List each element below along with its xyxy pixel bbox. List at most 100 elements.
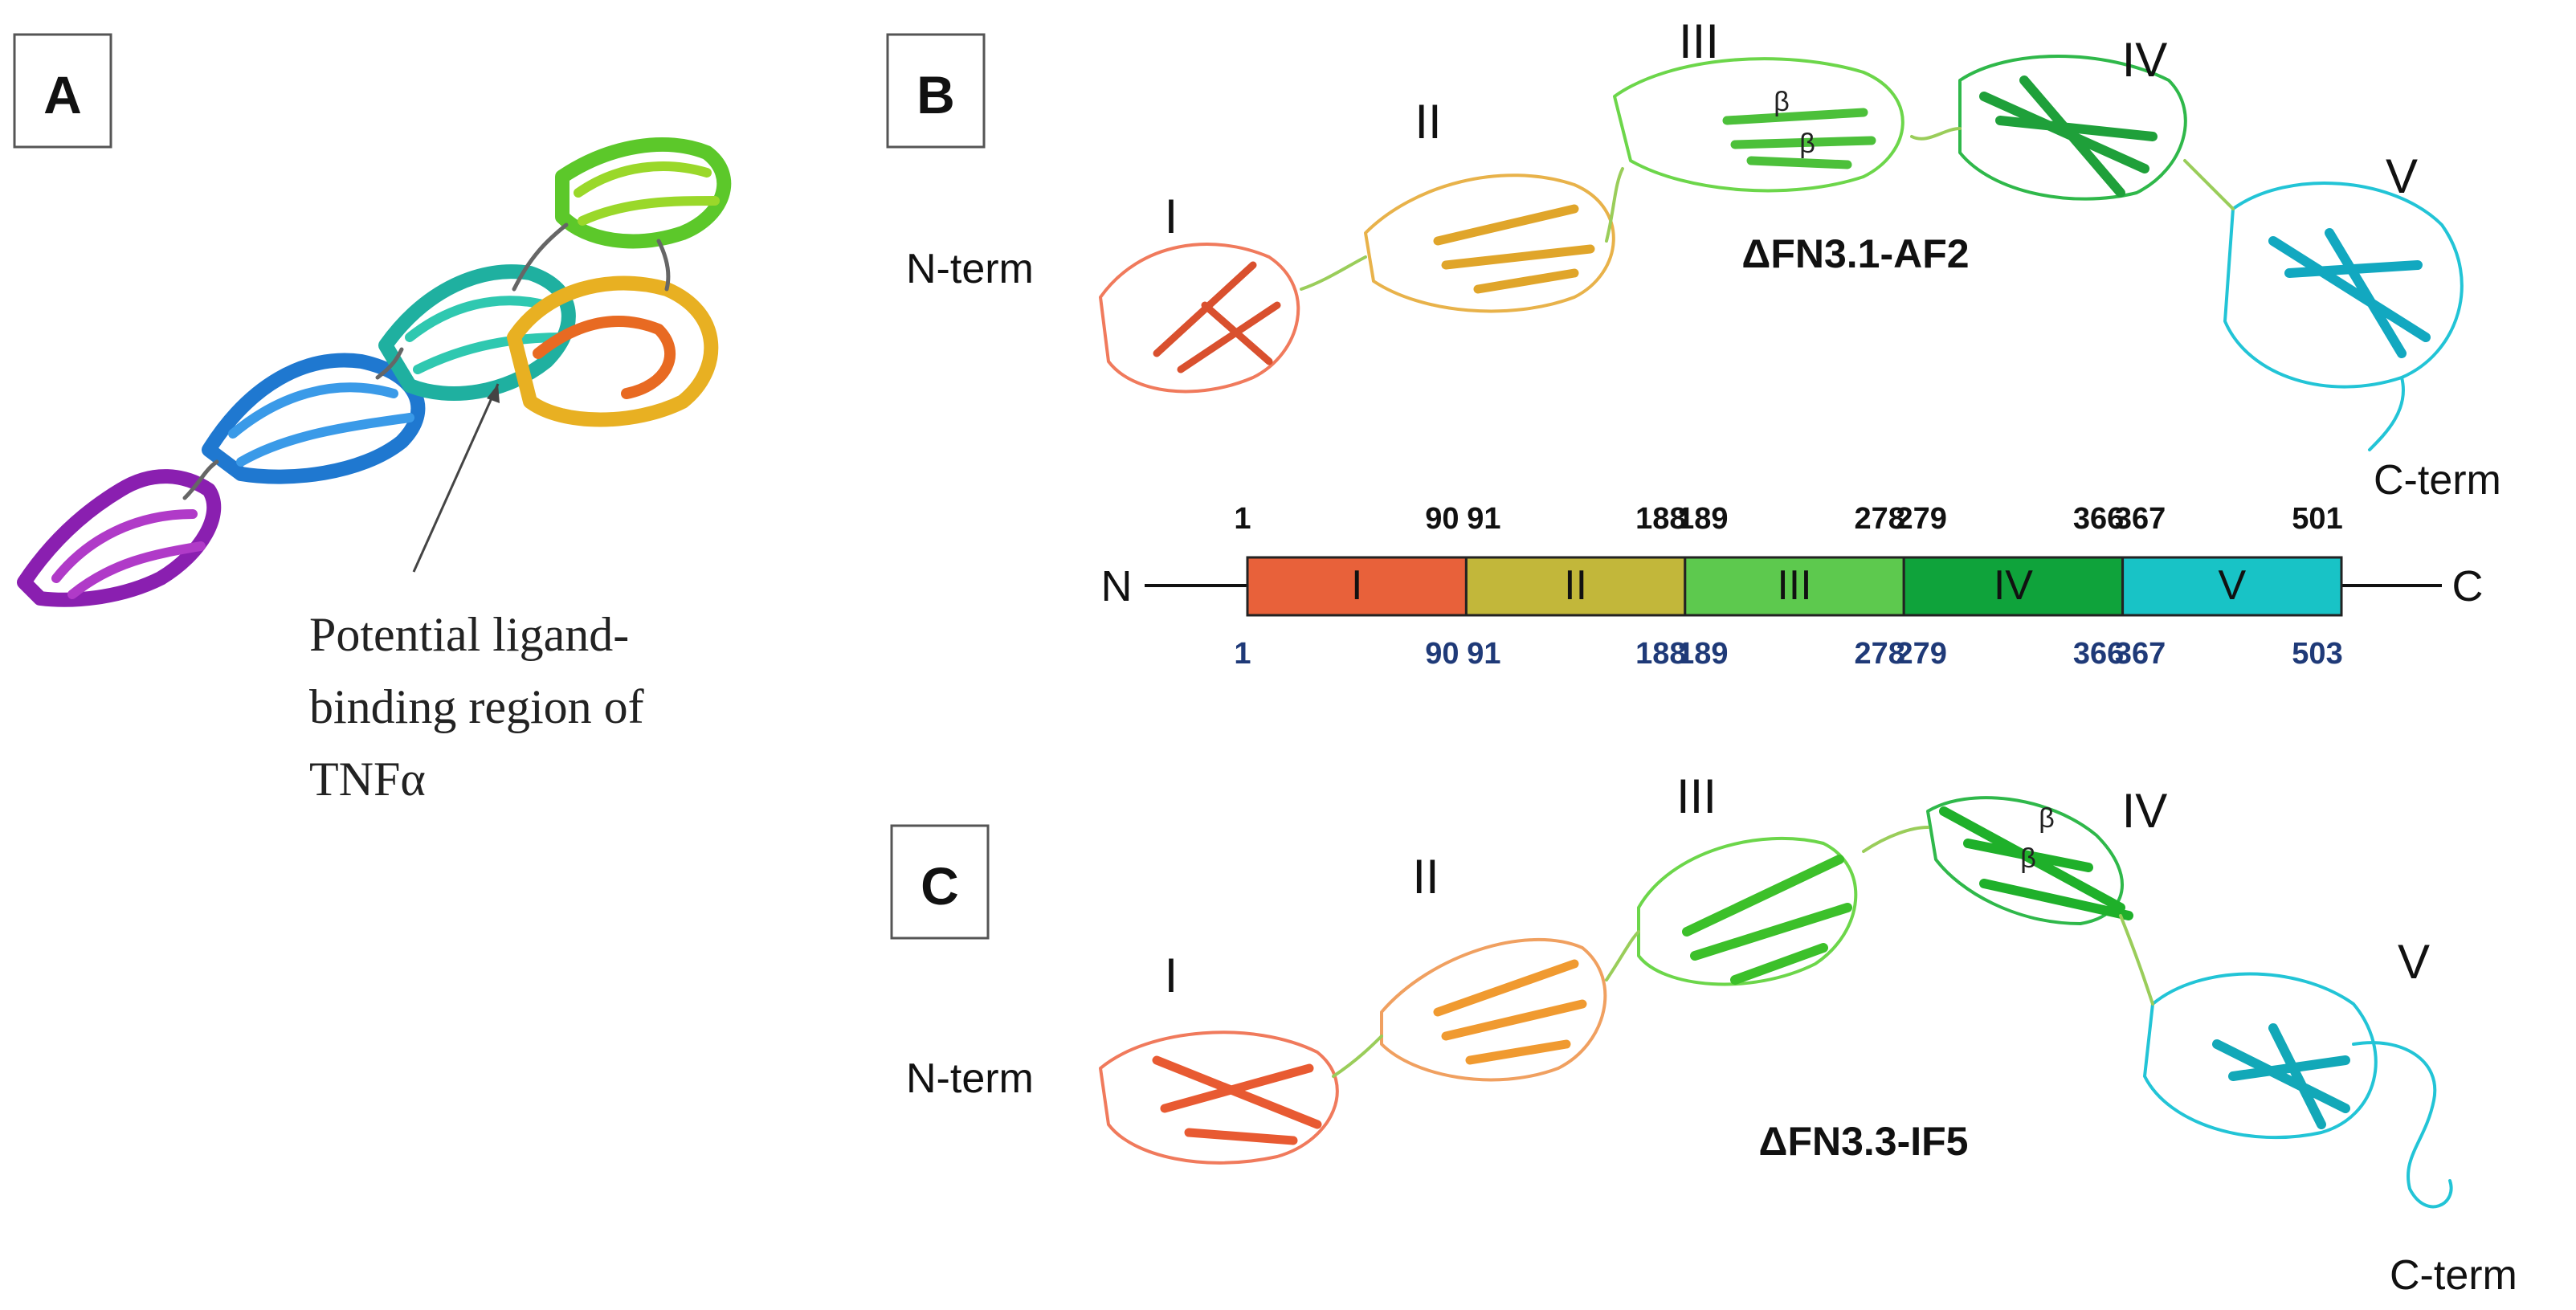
- bottom-end-number-5: 503: [2292, 637, 2342, 671]
- panel-a-linkers: [182, 222, 671, 500]
- panel-a-annotation-arrow: [412, 383, 500, 573]
- domain-bar-3: [1684, 556, 1905, 617]
- b-c-tail: [2368, 376, 2405, 451]
- top-end-number-4: 366: [2073, 502, 2124, 536]
- c-domain-label-2: II: [1412, 850, 1439, 904]
- panel-a-domain-orange: [533, 316, 676, 399]
- b-strands-domain-4: [1979, 75, 2158, 198]
- c-ribbon-domain-4: [1926, 796, 2125, 925]
- b-ribbon-domain-5: [2223, 182, 2464, 389]
- c-domain-label-1: I: [1165, 949, 1178, 1002]
- bottom-end-number-2: 188: [1635, 637, 1686, 671]
- domain-bar-2: [1464, 556, 1687, 617]
- panel-a-domain-green: [555, 137, 732, 249]
- domain-bar-label-2: II: [1564, 562, 1587, 609]
- b-domain-label-1: I: [1165, 190, 1178, 243]
- c-strands-domain-4: [1939, 806, 2133, 920]
- annotation-line-3: TNFα: [309, 753, 426, 806]
- top-start-number-2: 91: [1467, 502, 1500, 536]
- b-domain-label-4: IV: [2122, 33, 2168, 87]
- b-beta-label-1: β: [1774, 87, 1790, 117]
- c-model-label: ΔFN3.3-IF5: [1759, 1119, 1969, 1164]
- c-beta-label-2: β: [2020, 843, 2036, 874]
- domain-bar-4: [1902, 556, 2125, 617]
- c-ribbon-domain-5: [2143, 972, 2378, 1140]
- c-n-term-label: N-term: [906, 1055, 1034, 1102]
- bottom-end-number-3: 278: [1854, 637, 1904, 671]
- c-strands-domain-2: [1433, 959, 1587, 1065]
- b-beta-label-2: β: [1799, 129, 1815, 159]
- panel-c: C β β I II III IV V N-term: [890, 769, 2517, 1299]
- c-c-term-label: C-term: [2390, 1252, 2517, 1299]
- c-domain-label-3: III: [1676, 769, 1717, 823]
- panel-b-structure: [1099, 55, 2464, 451]
- bottom-end-number-4: 366: [2073, 637, 2124, 671]
- b-n-term-label: N-term: [906, 246, 1034, 292]
- domain-bar-label-1: I: [1351, 562, 1362, 609]
- panel-b-label-box: [886, 33, 986, 149]
- panel-a-domain-teal: [378, 264, 576, 401]
- b-strands-domain-5: [2268, 228, 2431, 358]
- panel-a-domain-green-strands: [574, 161, 720, 226]
- bottom-start-number-2: 91: [1467, 637, 1500, 671]
- top-end-number-1: 90: [1425, 502, 1459, 536]
- domain-bar-1: [1246, 556, 1468, 617]
- domain-bar-label-5: V: [2218, 562, 2246, 609]
- panel-a: A Potential ligand- binding region of TN…: [13, 33, 732, 806]
- b-strands-domain-2: [1433, 204, 1595, 294]
- top-start-number-1: 1: [1234, 502, 1251, 536]
- c-strands-domain-1: [1152, 1055, 1322, 1145]
- annotation-line-2: binding region of: [309, 680, 644, 733]
- b-model-label: ΔFN3.1-AF2: [1741, 231, 1969, 276]
- panel-a-letter: A: [43, 65, 82, 124]
- domain-bar-label-3: III: [1777, 562, 1811, 609]
- panel-a-domain-yellow: [507, 275, 719, 427]
- c-ribbon-domain-3: [1637, 837, 1858, 986]
- b-ribbon-domain-1: [1099, 243, 1300, 394]
- top-end-number-5: 501: [2292, 502, 2342, 536]
- c-strands-domain-3: [1682, 855, 1852, 985]
- b-domain-label-2: II: [1415, 95, 1441, 149]
- map-c-label: C: [2452, 562, 2484, 610]
- b-domain-label-5: V: [2386, 149, 2418, 203]
- domain-bar-5: [2121, 556, 2343, 617]
- bottom-start-number-4: 279: [1896, 637, 1946, 671]
- c-ribbon-domain-1: [1099, 1030, 1339, 1165]
- top-end-number-2: 188: [1635, 502, 1686, 536]
- panel-a-domain-purple: [17, 469, 222, 607]
- b-linkers: [1300, 127, 2235, 291]
- panel-c-structure: [1099, 796, 2453, 1209]
- c-strands-domain-5: [2212, 1023, 2350, 1129]
- c-linkers: [1332, 826, 2154, 1078]
- panel-a-domain-purple-strands: [51, 509, 206, 599]
- panel-b: B β β I II III IV V N-term: [886, 14, 2501, 504]
- b-ribbon-domain-4: [1958, 55, 2187, 201]
- panel-b-letter: B: [917, 65, 955, 124]
- bottom-end-number-1: 90: [1425, 637, 1459, 671]
- panel-a-arrowhead: [487, 384, 500, 403]
- top-start-number-3: 189: [1677, 502, 1728, 536]
- b-ribbon-domain-2: [1364, 173, 1615, 313]
- panel-c-label-box: [890, 824, 990, 940]
- panel-a-domain-teal-strands: [405, 296, 567, 374]
- b-domain-label-3: III: [1679, 14, 1719, 68]
- c-ribbon-domain-2: [1380, 937, 1607, 1082]
- c-beta-label-1: β: [2039, 803, 2055, 834]
- panel-a-label-box: [13, 33, 112, 149]
- b-strands-domain-3: [1722, 108, 1876, 169]
- bottom-start-number-5: 367: [2115, 637, 2166, 671]
- c-c-tail: [2352, 1041, 2453, 1209]
- c-domain-label-5: V: [2398, 935, 2430, 989]
- panel-a-protein-structure: [17, 137, 732, 607]
- b-c-term-label: C-term: [2374, 457, 2501, 504]
- bottom-start-number-1: 1: [1234, 637, 1251, 671]
- annotation-line-1: Potential ligand-: [309, 608, 629, 661]
- b-ribbon-domain-3: [1613, 57, 1904, 193]
- top-end-number-3: 278: [1854, 502, 1904, 536]
- domain-bar-label-4: IV: [1994, 562, 2033, 609]
- top-start-number-5: 367: [2115, 502, 2166, 536]
- panel-a-domain-blue-strands: [228, 382, 414, 467]
